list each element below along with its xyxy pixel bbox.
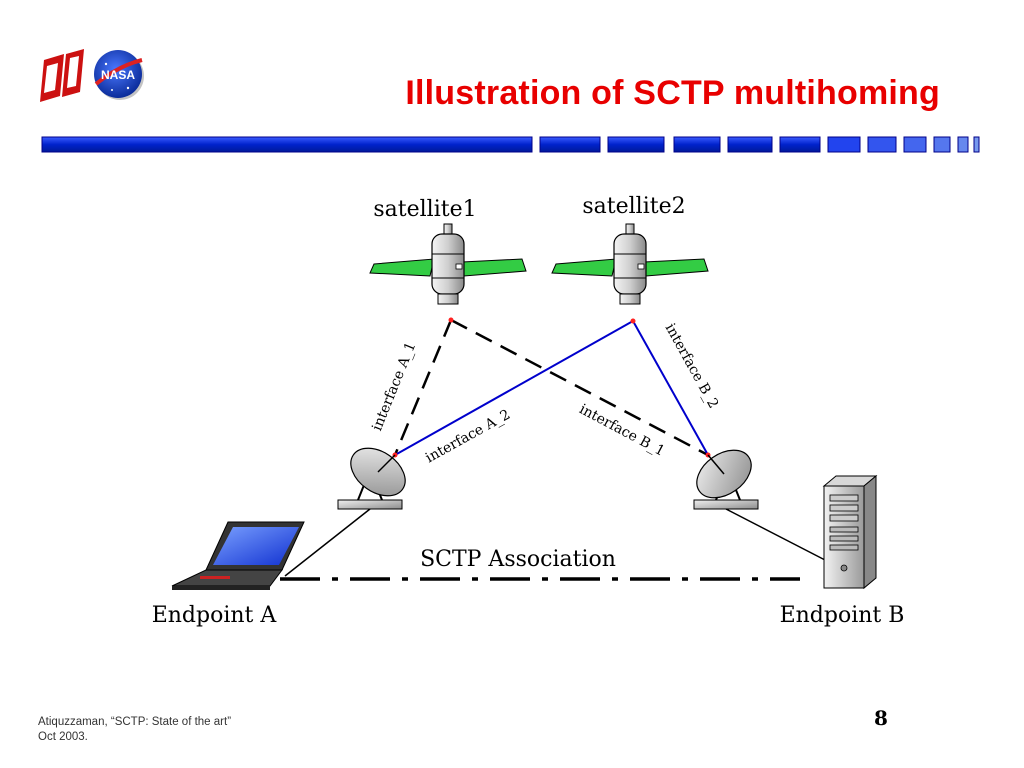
ou-logo-icon xyxy=(40,49,84,102)
link-b2 xyxy=(632,320,709,456)
footer-citation: Atiquzzaman, “SCTP: State of the art” xyxy=(38,716,232,728)
satellite1-icon xyxy=(369,223,527,305)
nasa-logo-icon: NASA xyxy=(94,50,144,100)
laptop-icon xyxy=(171,521,305,590)
link-a1 xyxy=(393,319,453,456)
page-number: 8 xyxy=(874,706,888,730)
link-endpoint-a-dish xyxy=(284,508,371,577)
nasa-logo-text: NASA xyxy=(101,68,135,82)
satellite2-icon xyxy=(551,223,709,305)
link-a2 xyxy=(394,320,634,456)
satellite1-label: satellite1 xyxy=(373,197,476,222)
title-underline-bar xyxy=(41,136,980,153)
link-b1 xyxy=(450,318,709,457)
interface-a1-label: interface A_1 xyxy=(369,340,419,433)
sctp-association-label: SCTP Association xyxy=(420,547,616,572)
interface-b2-label: interface B_2 xyxy=(662,321,722,411)
link-endpoint-b-dish xyxy=(725,508,826,561)
endpoint-a-label: Endpoint A xyxy=(152,603,278,628)
footer-date: Oct 2003. xyxy=(38,731,88,743)
satellite2-label: satellite2 xyxy=(582,194,685,219)
interface-a2-label: interface A_2 xyxy=(423,407,513,467)
server-tower-icon xyxy=(822,474,878,590)
endpoint-b-label: Endpoint B xyxy=(780,603,905,628)
satellite-dish-b-icon xyxy=(693,449,759,510)
sat2-port-dot xyxy=(630,318,636,324)
satellite-dish-a-icon xyxy=(337,447,406,510)
sat1-port-dot xyxy=(448,317,454,323)
slide-footer: Atiquzzaman, “SCTP: State of the art” Oc… xyxy=(38,715,231,745)
slide-title: Illustration of SCTP multihoming xyxy=(405,74,940,112)
interface-b1-label: interface B_1 xyxy=(576,401,667,459)
